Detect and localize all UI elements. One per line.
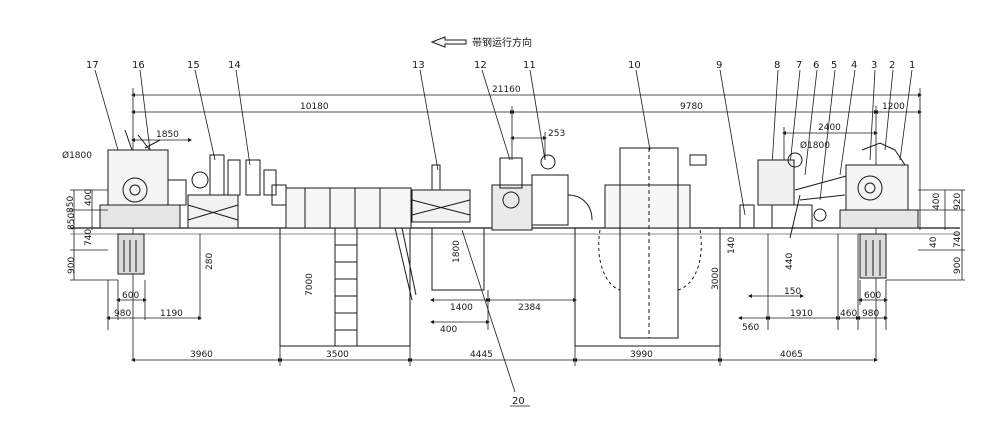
dim-left-850-b: 850 <box>67 213 77 230</box>
part-label-7: 7 <box>796 60 802 71</box>
part-label-3: 3 <box>871 60 877 71</box>
dim-left-400: 400 <box>84 189 94 206</box>
part-number-text: 17 16 15 14 13 12 11 10 9 8 7 6 5 4 3 2 … <box>86 60 915 407</box>
right-equipment-dimension-text: 560 1910 460 980 150 440 <box>742 253 879 333</box>
dim-left-740: 740 <box>84 229 94 246</box>
part-label-16: 16 <box>132 60 145 71</box>
part-label-10: 10 <box>628 60 641 71</box>
part-label-14: 14 <box>228 60 241 71</box>
part-label-13: 13 <box>412 60 425 71</box>
dim-left-900: 900 <box>67 257 77 274</box>
part-label-2: 2 <box>889 60 895 71</box>
dim-dia-left: Ø1800 <box>62 150 92 161</box>
bottom-dimension-text: 3960 3500 4445 3990 4065 <box>190 350 803 360</box>
direction-label: 带钢运行方向 <box>472 36 532 49</box>
dim-right-400: 400 <box>932 193 942 210</box>
part-label-20: 20 <box>512 396 525 407</box>
dim-right-920: 920 <box>953 193 963 210</box>
dim-right-span: 9780 <box>680 102 703 112</box>
part-label-5: 5 <box>831 60 837 71</box>
part-label-12: 12 <box>474 60 487 71</box>
dim-253: 253 <box>548 129 565 139</box>
dim-1850: 1850 <box>156 130 179 140</box>
dim-right-140: 140 <box>727 237 737 254</box>
left-equipment-group <box>187 154 287 229</box>
right-pit-dimensions: 3000 140 <box>711 237 737 290</box>
dim-top-right: 1200 <box>882 102 905 112</box>
right-side-dimensions <box>858 189 965 330</box>
dim-overall: 21160 <box>492 85 521 95</box>
middle-dimensions <box>430 290 577 330</box>
dim-left-600: 600 <box>122 291 139 301</box>
dim-right-460: 460 <box>840 309 857 319</box>
dim-bottom-3990: 3990 <box>630 350 653 360</box>
dim-left-1190: 1190 <box>160 309 183 319</box>
direction-arrow-icon <box>430 36 467 48</box>
right-equipment-group <box>739 152 851 239</box>
dim-pit-7000: 7000 <box>305 273 315 296</box>
right-equipment-dimensions <box>738 234 888 330</box>
right-side-dimension-text: 400 920 40 740 900 600 <box>864 193 963 301</box>
dim-right-600: 600 <box>864 291 881 301</box>
dim-pit-1400: 1400 <box>450 303 473 313</box>
dim-pit-3000: 3000 <box>711 267 721 290</box>
dim-right-40: 40 <box>929 236 939 248</box>
dim-pit-400: 400 <box>440 325 457 335</box>
dim-bottom-3500: 3500 <box>326 350 349 360</box>
dim-right-440: 440 <box>785 253 795 270</box>
dim-left-280: 280 <box>205 253 215 270</box>
dim-right-1910: 1910 <box>790 309 813 319</box>
part-labels <box>94 69 913 393</box>
middle-equipment-group <box>411 154 593 291</box>
part-label-15: 15 <box>187 60 200 71</box>
dim-left-span: 10180 <box>300 102 329 112</box>
dim-bottom-3960: 3960 <box>190 350 213 360</box>
dim-right-560: 560 <box>742 323 759 333</box>
bottom-dimensions <box>131 346 878 366</box>
part-label-17: 17 <box>86 60 99 71</box>
middle-dimension-text: 1800 1400 2384 400 <box>440 240 541 335</box>
part-label-4: 4 <box>851 60 857 71</box>
direction-indicator: 带钢运行方向 <box>430 36 532 49</box>
dim-left-980: 980 <box>114 309 131 319</box>
dim-bottom-4065: 4065 <box>780 350 803 360</box>
dim-right-980: 980 <box>862 309 879 319</box>
dim-pit-1800: 1800 <box>452 240 462 263</box>
left-side-dimensions <box>70 189 202 330</box>
left-side-dimension-text: 850 400 850 740 900 600 980 1190 280 <box>66 189 215 319</box>
right-recoiler <box>839 142 919 279</box>
part-label-1: 1 <box>909 60 915 71</box>
loop-pit-2 <box>574 147 721 347</box>
dim-bottom-4445: 4445 <box>470 350 493 360</box>
dim-left-850-a: 850 <box>66 196 76 213</box>
part-label-8: 8 <box>774 60 780 71</box>
part-label-6: 6 <box>813 60 819 71</box>
dim-right-900: 900 <box>953 257 963 274</box>
dim-right-150: 150 <box>784 287 801 297</box>
top-dimension-text: 21160 10180 9780 1200 2400 1850 253 Ø180… <box>62 85 905 161</box>
dim-dia-right: Ø1800 <box>800 140 830 151</box>
left-uncoiler <box>99 129 187 275</box>
dim-pit-2384: 2384 <box>518 303 541 313</box>
dim-2400: 2400 <box>818 123 841 133</box>
dim-right-740: 740 <box>953 231 963 248</box>
part-label-11: 11 <box>523 60 536 71</box>
loop-pit-1 <box>279 187 417 347</box>
part-label-9: 9 <box>716 60 722 71</box>
